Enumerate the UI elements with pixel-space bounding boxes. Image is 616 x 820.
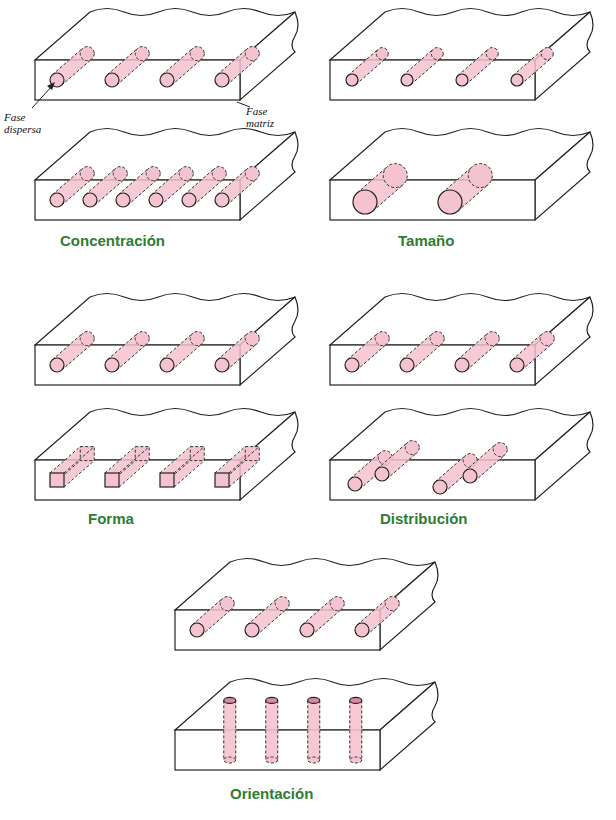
- dispersed-fiber: [300, 597, 344, 637]
- dispersed-fiber: [215, 447, 259, 488]
- dispersed-fiber: [511, 48, 553, 86]
- dispersed-fiber: [50, 447, 94, 488]
- slab-top: [175, 559, 435, 611]
- panel-caption: Orientación: [230, 785, 313, 802]
- slab-top: [330, 294, 590, 346]
- slab-side: [380, 682, 438, 770]
- dispersed-fiber: [50, 47, 94, 87]
- matrix-slab: [330, 9, 593, 101]
- vertical-fiber: [224, 697, 236, 763]
- callout-label: Fase dispersa: [4, 111, 56, 135]
- slab-top: [35, 129, 295, 181]
- dispersed-fiber: [463, 443, 507, 483]
- slab-side: [535, 412, 593, 500]
- matrix-slab: [330, 294, 593, 386]
- dispersed-fiber: [245, 597, 289, 637]
- slab-top: [330, 9, 590, 61]
- dispersed-fiber: [50, 332, 94, 372]
- dispersed-fiber: [355, 597, 399, 637]
- dispersed-fiber: [456, 48, 498, 86]
- slab-side: [535, 297, 593, 385]
- matrix-slab: [35, 9, 298, 101]
- matrix-slab: [35, 129, 298, 221]
- dispersed-fiber: [455, 332, 499, 372]
- dispersed-fiber: [160, 47, 204, 87]
- dispersed-fiber: [400, 332, 444, 372]
- panel-caption: Tamaño: [398, 232, 454, 249]
- slab-side: [380, 562, 438, 650]
- matrix-slab: [330, 129, 593, 221]
- matrix-slab: [175, 679, 438, 771]
- dispersed-fiber: [510, 332, 554, 372]
- dispersed-fiber: [353, 164, 407, 214]
- matrix-slab: [330, 409, 593, 501]
- slab-side: [240, 297, 298, 385]
- slab-top: [35, 9, 295, 61]
- slab-top: [35, 294, 295, 346]
- dispersed-fiber: [215, 167, 259, 207]
- vertical-fiber: [350, 697, 362, 763]
- dispersed-fiber: [160, 447, 204, 488]
- dispersed-fiber: [105, 332, 149, 372]
- dispersed-fiber: [105, 47, 149, 87]
- slab-front: [330, 180, 535, 220]
- slab-side: [240, 12, 298, 100]
- dispersed-fiber: [345, 332, 389, 372]
- vertical-fiber: [308, 697, 320, 763]
- dispersed-fiber: [375, 441, 419, 481]
- dispersed-fiber: [401, 48, 443, 86]
- dispersed-fiber: [215, 47, 259, 87]
- matrix-slab: [175, 559, 438, 651]
- dispersed-fiber: [215, 332, 259, 372]
- callout-label: Fase matriz: [246, 105, 298, 129]
- dispersed-fiber: [190, 597, 234, 637]
- dispersed-fiber: [346, 48, 388, 86]
- matrix-slab: [35, 409, 298, 501]
- vertical-fiber: [266, 697, 278, 763]
- panel-caption: Concentración: [60, 232, 165, 249]
- dispersed-fiber: [438, 164, 492, 214]
- dispersed-fiber: [348, 451, 392, 491]
- slab-side: [535, 12, 593, 100]
- slab-side: [240, 132, 298, 220]
- matrix-slab: [35, 294, 298, 386]
- slab-side: [535, 132, 593, 220]
- dispersed-fiber: [160, 332, 204, 372]
- leader-lines: [32, 82, 250, 108]
- slab-front: [330, 460, 535, 500]
- panel-caption: Forma: [88, 510, 134, 527]
- panel-caption: Distribución: [380, 510, 468, 527]
- dispersed-fiber: [105, 447, 149, 488]
- dispersed-fiber: [433, 454, 477, 494]
